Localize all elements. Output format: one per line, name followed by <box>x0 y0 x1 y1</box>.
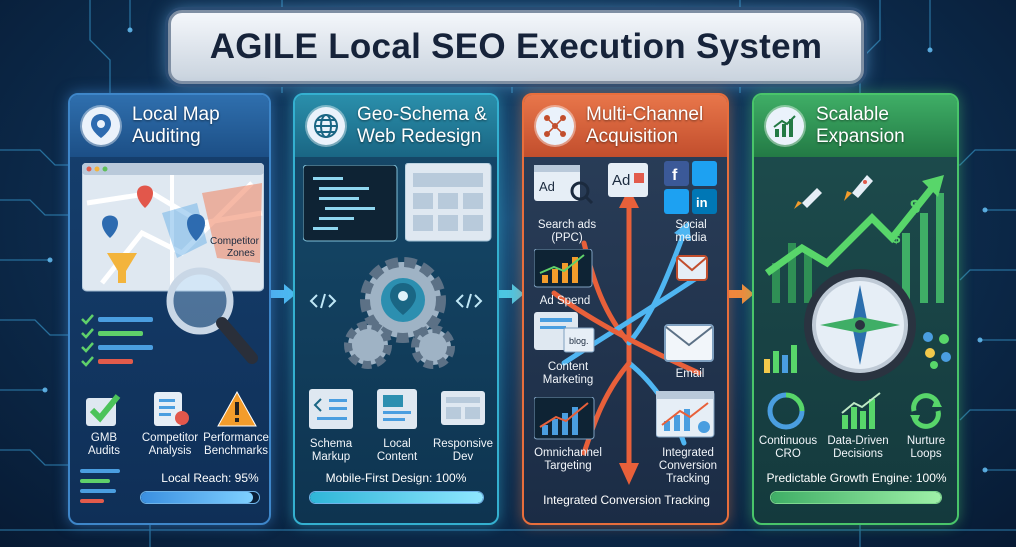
ad-text: Ad <box>612 172 630 189</box>
content-marketing-icon: blog. <box>534 312 595 353</box>
data-chart-icon <box>841 392 881 429</box>
map-pin-icon <box>82 107 120 145</box>
arrow-right-icon <box>496 284 524 304</box>
network-icon <box>536 107 574 145</box>
progress-bar <box>309 491 484 504</box>
ad-banner-icon: Ad <box>608 163 648 197</box>
metric-label: Mobile-First Design: 100% <box>325 471 467 485</box>
growth-chart-icon <box>766 107 804 145</box>
item-label: Continuous CRO <box>758 435 818 460</box>
local-content-icon <box>377 389 417 429</box>
arrow-right-icon <box>726 284 754 304</box>
panel-title: Local Map Auditing <box>132 104 220 147</box>
panel-header: Geo-Schema & Web Redesign <box>295 95 497 157</box>
ad-text: Ad <box>539 179 555 194</box>
ad-spend-chart-icon <box>534 249 593 288</box>
gears-icon <box>344 257 455 369</box>
panel-multi-channel-acquisition: Multi-Channel Acquisition Ad Ad f in Sear… <box>522 93 729 525</box>
arrow-right-icon <box>268 284 296 304</box>
panel-header: Scalable Expansion <box>754 95 957 157</box>
channel-label: Content Marketing <box>542 361 594 386</box>
channel-label: Search ads (PPC) <box>537 219 597 244</box>
title-banner: AGILE Local SEO Execution System <box>168 10 864 84</box>
mini-bars-icon <box>80 469 120 503</box>
channel-label: Email <box>675 368 705 380</box>
item-label: Competitor Analysis <box>141 432 199 457</box>
mini-bar-chart-icon <box>764 345 797 373</box>
progress-fill <box>141 492 254 503</box>
metric-label: Predictable Growth Engine: 100% <box>766 471 947 485</box>
network-dots-icon <box>923 332 951 369</box>
checklist-icon <box>81 314 153 367</box>
channel-label: Ad Spend <box>539 295 591 307</box>
blog-text: blog. <box>569 336 589 346</box>
competitor-analysis-icon <box>154 392 189 426</box>
compass-icon <box>804 269 916 381</box>
nurture-loop-icon <box>910 393 942 429</box>
item-label: Local Content <box>376 438 418 463</box>
panel-title: Multi-Channel Acquisition <box>586 104 704 147</box>
panel-scalable-expansion: Scalable Expansion $ $ Continuous CRO Da… <box>752 93 959 525</box>
progress-fill <box>771 492 941 503</box>
schema-markup-icon <box>309 389 353 429</box>
search-ads-icon: Ad <box>534 165 594 205</box>
omnichannel-chart-icon <box>534 397 595 440</box>
footer-label: Integrated Conversion Tracking <box>543 493 710 507</box>
code-window-icon <box>303 165 398 242</box>
panel-title: Geo-Schema & Web Redesign <box>357 104 487 147</box>
panel-header: Local Map Auditing <box>70 95 269 157</box>
progress-bar <box>770 491 942 504</box>
channel-label: Social media <box>675 219 707 244</box>
responsive-dev-icon <box>441 391 485 425</box>
email-envelope-icon <box>664 324 714 362</box>
item-label: Data-Driven Decisions <box>827 435 889 460</box>
code-tag-icon <box>455 293 483 309</box>
svg-text:in: in <box>696 195 708 210</box>
magnifier-icon <box>166 267 258 364</box>
svg-text:$: $ <box>892 230 901 247</box>
item-label: Responsive Dev <box>432 438 494 463</box>
page-title: AGILE Local SEO Execution System <box>209 27 823 66</box>
email-icon <box>676 255 708 281</box>
channel-label: Omnichannel Targeting <box>534 447 602 472</box>
warning-icon <box>217 390 257 427</box>
progress-fill <box>310 492 483 503</box>
panel-geo-schema-web-redesign: Geo-Schema & Web Redesign Schema Markup … <box>293 93 499 525</box>
progress-bar <box>140 491 260 504</box>
social-media-icon: f in <box>664 161 717 214</box>
svg-text:f: f <box>672 167 678 184</box>
svg-text:$: $ <box>910 197 920 217</box>
code-tag-icon <box>309 293 337 309</box>
item-label: Performance Benchmarks <box>203 432 269 457</box>
wireframe-icon <box>405 163 492 242</box>
gmb-audit-icon <box>86 394 121 426</box>
panel-title: Scalable Expansion <box>816 104 905 147</box>
refresh-cycle-icon <box>767 392 805 430</box>
item-label: Schema Markup <box>309 438 353 463</box>
conversion-tracking-icon <box>656 391 715 438</box>
map-label-line1: Competitor <box>210 236 260 247</box>
item-label: GMB Audits <box>88 432 120 457</box>
panel-local-map-auditing: Local Map Auditing Competitor Zones GMB … <box>68 93 271 525</box>
globe-icon <box>307 107 345 145</box>
panel-header: Multi-Channel Acquisition <box>524 95 727 157</box>
channel-label: Integrated Conversion Tracking <box>658 447 718 485</box>
map-label-line2: Zones <box>227 248 255 259</box>
growth-illustration: $ $ <box>764 175 944 303</box>
map-illustration: Competitor Zones <box>82 163 264 292</box>
metric-label: Local Reach: 95% <box>161 471 259 485</box>
item-label: Nurture Loops <box>906 435 946 460</box>
